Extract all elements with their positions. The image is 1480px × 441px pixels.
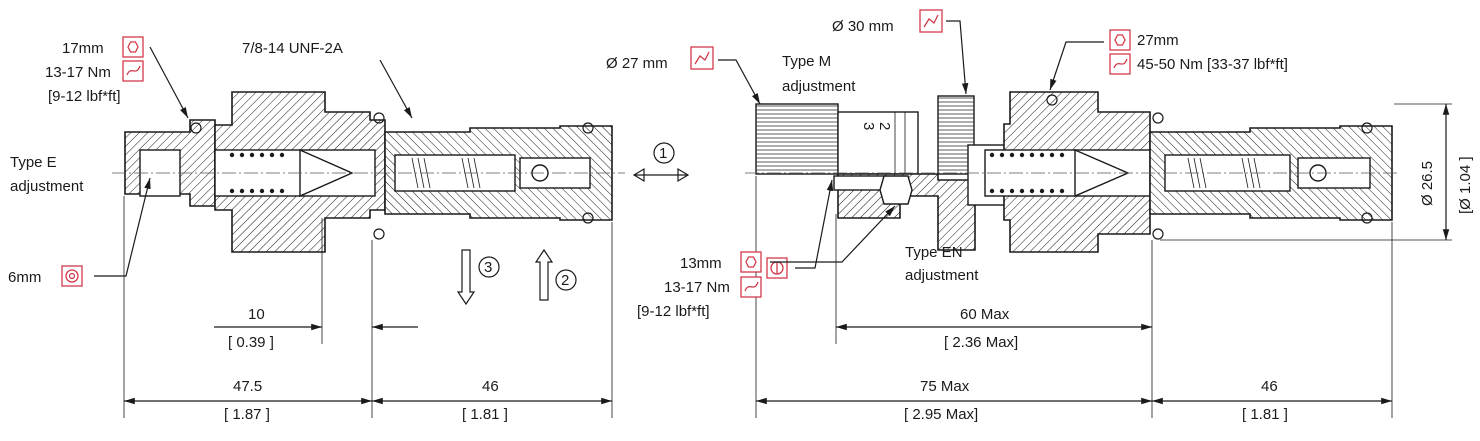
port-2-number: 2	[561, 272, 569, 289]
port-1-number: 1	[659, 145, 667, 162]
dia-mm: Ø 26.5	[1419, 161, 1436, 206]
type-m-label-2: adjustment	[782, 78, 856, 95]
left-valve-section	[112, 91, 625, 253]
left-extension-lines	[123, 196, 613, 418]
flow-indicators: 1 3 2	[456, 142, 690, 306]
hex-wrench-icon-en	[740, 251, 762, 273]
right-dimensions: Ø 26.5 [Ø 1.04 ] 60 Max [ 2.36 Max] 75 M…	[756, 104, 1474, 423]
knob-mark-3: 3	[860, 122, 877, 130]
knob-mark-2: 2	[876, 122, 893, 130]
en-torque-imperial: [9-12 lbf*ft]	[637, 303, 710, 320]
hex-torque-nm: 13-17 Nm	[45, 64, 111, 81]
knob-diameter: Ø 27 mm	[606, 55, 668, 72]
thread-spec: 7/8-14 UNF-2A	[242, 40, 343, 57]
dim-10-in: [ 0.39 ]	[228, 334, 274, 351]
dim-46-right: 46	[1261, 378, 1278, 395]
lock-ring-diameter: Ø 30 mm	[832, 18, 894, 35]
type-m-label-1: Type M	[782, 53, 831, 70]
hex-torque-right: 45-50 Nm [33-37 lbf*ft]	[1137, 56, 1288, 73]
type-en-label-2: adjustment	[905, 267, 979, 284]
port-3-number: 3	[484, 259, 492, 276]
left-spring	[229, 152, 285, 194]
en-torque-nm: 13-17 Nm	[664, 279, 730, 296]
right-callouts: Ø 27 mm Type M adjustment Ø 30 mm 27mm 4…	[606, 9, 1288, 320]
flow-down-arrow	[456, 249, 476, 306]
dim-46-left: 46	[482, 378, 499, 395]
dim-47-5: 47.5	[233, 378, 262, 395]
dim-10: 10	[248, 306, 265, 323]
hex-torque-imperial: [9-12 lbf*ft]	[48, 88, 121, 105]
dim-75-in: [ 2.95 Max]	[904, 406, 978, 423]
dim-60: 60 Max	[960, 306, 1010, 323]
dim-75: 75 Max	[920, 378, 970, 395]
dim-46-in-left: [ 1.81 ]	[462, 406, 508, 423]
hex-wrench-size: 17mm	[62, 40, 104, 57]
dia-in: [Ø 1.04 ]	[1457, 156, 1474, 214]
type-e-label-1: Type E	[10, 154, 57, 171]
hex-wrench-icon-right	[1109, 29, 1131, 51]
left-dimensions: 10 [ 0.39 ] 47.5 [ 1.87 ] 46 [ 1.81 ]	[124, 306, 612, 423]
hex-size-right: 27mm	[1137, 32, 1179, 49]
type-e-label-2: adjustment	[10, 178, 84, 195]
hex-wrench-icon	[122, 36, 144, 58]
right-valve-section: 3 2	[745, 91, 1400, 253]
dim-46-in-right: [ 1.81 ]	[1242, 406, 1288, 423]
en-wrench-size: 13mm	[680, 255, 722, 272]
allen-size: 6mm	[8, 269, 41, 286]
flow-up-arrow	[534, 248, 554, 301]
right-spring	[989, 152, 1065, 194]
type-en-label-1: Type EN	[905, 244, 963, 261]
left-callouts: 17mm 13-17 Nm [9-12 lbf*ft] 7/8-14 UNF-2…	[8, 36, 413, 287]
dim-47-5-in: [ 1.87 ]	[224, 406, 270, 423]
dim-60-in: [ 2.36 Max]	[944, 334, 1018, 351]
allen-key-icon	[61, 265, 83, 287]
